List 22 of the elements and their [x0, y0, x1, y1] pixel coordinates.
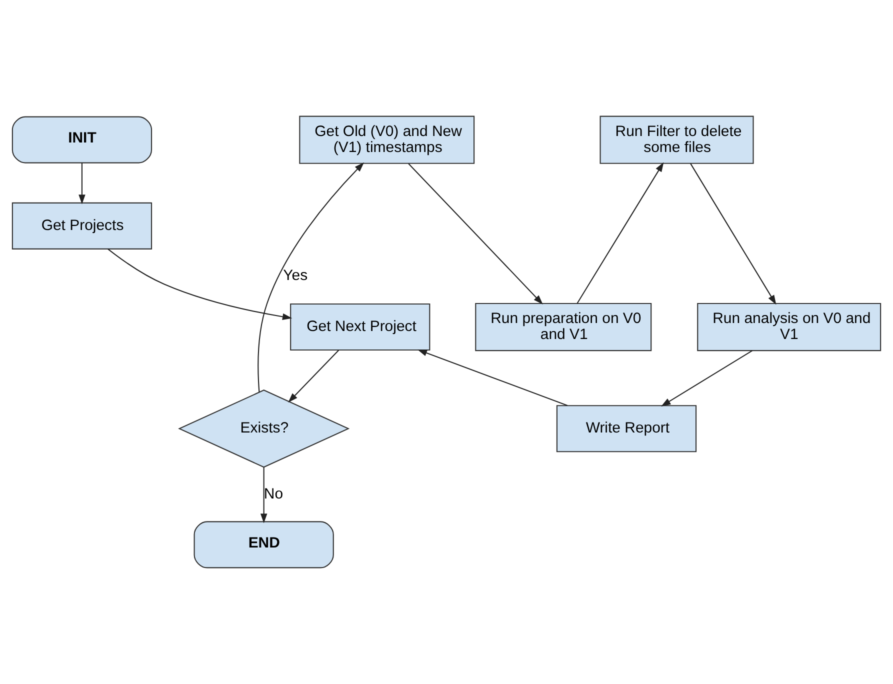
node-box: Write Report [556, 405, 697, 452]
edge-label: No [264, 485, 284, 502]
node-box: END [194, 521, 334, 568]
node-box: Get Next Project [290, 303, 430, 351]
node-box: Run analysis on V0 and V1 [697, 302, 882, 352]
arrow [288, 350, 340, 402]
arrow [260, 467, 268, 524]
arrow [690, 163, 776, 305]
arrow [408, 163, 543, 305]
arrow [417, 349, 568, 406]
arrow [576, 162, 664, 304]
arrow [78, 162, 86, 204]
edge-label: Yes [283, 267, 308, 284]
node-box: Run Filter to delete some files [600, 116, 754, 164]
arrow [661, 350, 752, 406]
node-box: Get Old (V0) and New (V1) timestamps [299, 116, 475, 164]
node-box: Run preparation on V0 and V1 [475, 302, 652, 352]
arrow [108, 248, 292, 320]
arrow [258, 162, 364, 392]
node-box: INIT [12, 116, 152, 164]
node-diamond: Exists? [178, 390, 350, 468]
node-box: Get Projects [12, 202, 152, 250]
